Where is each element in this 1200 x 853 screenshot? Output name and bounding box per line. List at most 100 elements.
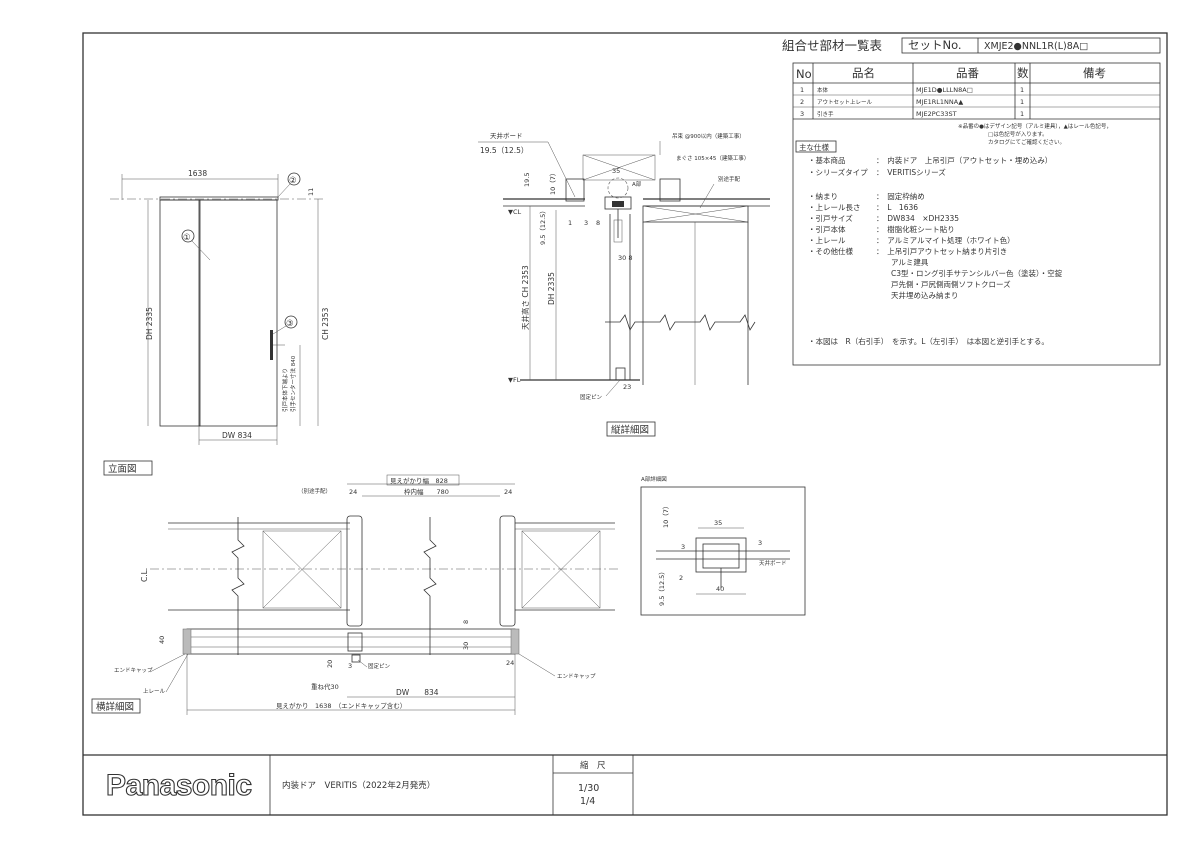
svg-text:10（7）: 10（7） xyxy=(549,170,557,195)
svg-text:エンドキャップ: エンドキャップ xyxy=(114,667,153,674)
svg-text:DH 2335: DH 2335 xyxy=(547,272,556,305)
svg-text:1: 1 xyxy=(568,219,572,227)
svg-text:②: ② xyxy=(289,176,297,186)
elevation-dim-dh: DH 2335 xyxy=(145,307,154,340)
svg-text:本体: 本体 xyxy=(817,86,829,94)
note-line-1: ※品番の●はデザイン記号（アルミ建具），▲はレール色記号， xyxy=(958,122,1112,130)
note-line-2: □は色記号が入ります。 xyxy=(988,130,1048,138)
svg-text:24: 24 xyxy=(504,488,512,496)
table-row: 1 本体 MJE1D●LLLN8A□ 1 xyxy=(800,86,1024,94)
svg-text:35: 35 xyxy=(714,519,722,527)
elevation-dim-ch: CH 2353 xyxy=(321,307,330,340)
svg-text:9.5（12.5）: 9.5（12.5） xyxy=(539,207,547,245)
svg-text:天井高さ CH 2353: 天井高さ CH 2353 xyxy=(520,265,530,330)
vertical-section-view: 天井ボード 19.5（12.5） 吊束 @900以内（建築工事） まぐさ 105… xyxy=(478,131,770,437)
svg-text:40: 40 xyxy=(716,585,724,593)
parts-table: No 品名 品番 数 備考 1 本体 MJE1D●LLLN8A□ 1 2 アウト… xyxy=(792,62,1161,366)
svg-text:30: 30 xyxy=(462,642,470,650)
svg-text:C.L.: C.L. xyxy=(140,568,149,582)
svg-text:重ね代30: 重ね代30 xyxy=(311,682,339,691)
detail-a-title: A部詳細図 xyxy=(641,475,667,483)
set-no-label: セットNo. xyxy=(908,38,962,52)
svg-text:・上レール長さ: ・上レール長さ xyxy=(808,203,861,212)
parts-list-header: 組合せ部材一覧表 セットNo. XMJE2●NNL1R(L)8A□ xyxy=(782,37,1161,54)
svg-text:アルミ建具: アルミ建具 xyxy=(891,257,929,267)
horizontal-section-title: 横詳細図 xyxy=(96,701,134,713)
header-remarks: 備考 xyxy=(1083,66,1106,80)
svg-text:固定ピン: 固定ピン xyxy=(580,393,603,401)
svg-text:MJE1D●LLLN8A□: MJE1D●LLLN8A□ xyxy=(916,86,973,94)
svg-text:DW 834: DW 834 xyxy=(396,688,439,697)
table-row: 2 アウトセット上レール MJE1RL1NNA▲ 1 xyxy=(800,98,1024,106)
svg-text:枠内幅 780: 枠内幅 780 xyxy=(404,487,449,496)
svg-text:上レール: 上レール xyxy=(143,687,166,695)
svg-text:MJE1RL1NNA▲: MJE1RL1NNA▲ xyxy=(916,98,963,106)
scale-label: 縮 尺 xyxy=(580,760,606,771)
svg-text:8: 8 xyxy=(596,219,600,227)
svg-text:吊束 @900以内（建築工事）: 吊束 @900以内（建築工事） xyxy=(672,132,745,140)
spec-heading: 主な仕様 xyxy=(799,142,829,152)
svg-text:： 上吊引戸アウトセット納まり片引き: ： 上吊引戸アウトセット納まり片引き xyxy=(876,246,1007,256)
vertical-section-title: 縦詳細図 xyxy=(611,424,649,436)
svg-text:19.5: 19.5 xyxy=(523,173,531,187)
svg-text:・その他仕様: ・その他仕様 xyxy=(808,246,853,256)
svg-text:： L 1636: ： L 1636 xyxy=(876,203,918,212)
svg-text:10（7）: 10（7） xyxy=(662,503,670,528)
svg-text:戸先側・戸尻側両側ソフトクローズ: 戸先側・戸尻側両側ソフトクローズ xyxy=(891,279,1011,289)
header-name: 品名 xyxy=(852,66,875,80)
sheet-border xyxy=(82,32,1168,816)
svg-text:1: 1 xyxy=(1020,98,1024,106)
elevation-dim-dw: DW 834 xyxy=(222,431,252,440)
elevation-view: 1638 DH 2335 CH 2353 11 DW 834 引戸本体下端より … xyxy=(103,169,330,476)
svg-text:・上レール: ・上レール xyxy=(808,236,846,245)
svg-text:19.5（12.5）: 19.5（12.5） xyxy=(480,146,528,155)
svg-text:8: 8 xyxy=(462,620,470,624)
svg-text:・シリーズタイプ: ・シリーズタイプ xyxy=(808,167,868,177)
header-code: 品番 xyxy=(956,66,979,80)
svg-text:MJE2PC33ST: MJE2PC33ST xyxy=(916,110,957,118)
svg-text:①: ① xyxy=(183,233,191,243)
svg-text:見えがかり 1638 （エンドキャップ含む）: 見えがかり 1638 （エンドキャップ含む） xyxy=(276,701,406,710)
svg-text:2: 2 xyxy=(800,98,804,106)
svg-text:24: 24 xyxy=(349,488,357,496)
svg-text:3: 3 xyxy=(348,662,352,670)
table-row: 3 引き手 MJE2PC33ST 1 xyxy=(800,110,1024,118)
svg-text:（別途手配）: （別途手配） xyxy=(298,487,331,495)
product-title: 内装ドア VERITIS（2022年2月発売） xyxy=(282,780,435,791)
header-no: No xyxy=(796,67,812,81)
scale-1: 1/30 xyxy=(578,783,599,794)
svg-text:3: 3 xyxy=(800,110,804,118)
svg-text:引戸本体下端より: 引戸本体下端より xyxy=(281,368,289,412)
elevation-title: 立面図 xyxy=(108,463,137,475)
detail-a-view: A部詳細図 35 10（7） 3 3 2 9.5（12.5） 40 天井ボード xyxy=(640,475,806,616)
svg-text:別途手配: 別途手配 xyxy=(718,175,741,183)
svg-text:2: 2 xyxy=(679,574,683,582)
svg-text:天井ボード: 天井ボード xyxy=(759,559,787,567)
svg-text:： 固定枠納め: ： 固定枠納め xyxy=(876,191,925,201)
svg-text:天井埋め込み納まり: 天井埋め込み納まり xyxy=(891,290,959,300)
svg-text:30 8: 30 8 xyxy=(618,254,632,262)
svg-text:： 内装ドア 上吊引戸（アウトセット・埋め込み）: ： 内装ドア 上吊引戸（アウトセット・埋め込み） xyxy=(876,155,1052,165)
parts-list-title: 組合せ部材一覧表 xyxy=(782,38,883,53)
set-no-value: XMJE2●NNL1R(L)8A□ xyxy=(984,41,1088,52)
scale-2: 1/4 xyxy=(580,796,595,807)
svg-text:C3型・ロング引手サテンシルバー色（塗装）・空錠: C3型・ロング引手サテンシルバー色（塗装）・空錠 xyxy=(891,268,1063,278)
svg-text:40: 40 xyxy=(158,636,166,644)
vs-ceiling-board: 天井ボード xyxy=(490,131,523,140)
svg-text:③: ③ xyxy=(286,319,294,329)
panasonic-logo: Panasonic xyxy=(106,769,252,802)
svg-text:： DW834 ×DH2335: ： DW834 ×DH2335 xyxy=(876,214,959,223)
svg-text:3: 3 xyxy=(758,539,762,547)
svg-text:・納まり: ・納まり xyxy=(808,191,838,201)
svg-text:20: 20 xyxy=(326,660,334,668)
svg-text:固定ピン: 固定ピン xyxy=(368,662,391,670)
svg-text:： 樹脂化粧シート貼り: ： 樹脂化粧シート貼り xyxy=(876,224,955,234)
svg-text:引手センター寸法 840: 引手センター寸法 840 xyxy=(289,355,297,412)
svg-text:▼CL: ▼CL xyxy=(508,208,522,216)
svg-text:・引戸本体: ・引戸本体 xyxy=(808,224,846,234)
spec-heading-box xyxy=(795,140,837,153)
svg-text:・引戸サイズ: ・引戸サイズ xyxy=(808,213,853,223)
svg-text:A部: A部 xyxy=(632,180,642,188)
svg-text:1: 1 xyxy=(1020,110,1024,118)
